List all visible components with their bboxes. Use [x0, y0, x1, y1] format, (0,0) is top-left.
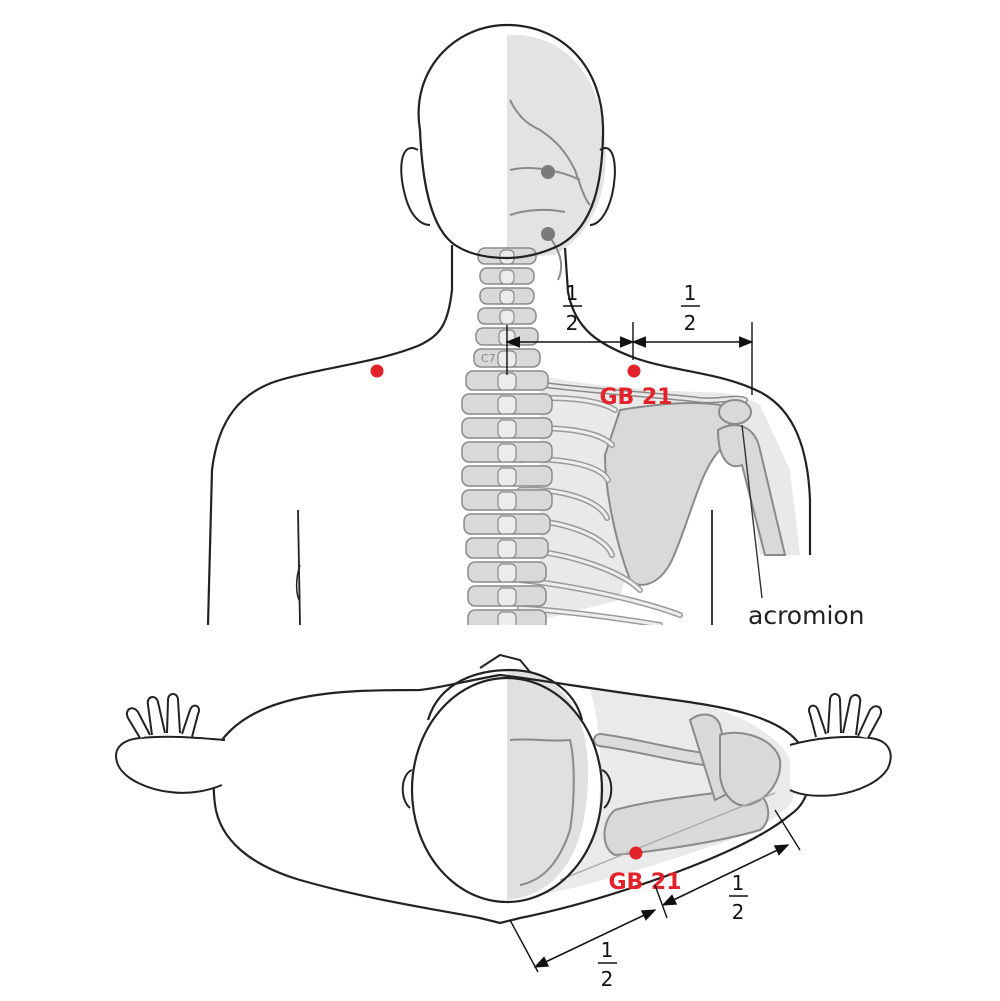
fraction-bottom-right: 1 2: [729, 871, 748, 924]
svg-text:1: 1: [684, 281, 697, 305]
left-hand: [115, 693, 226, 794]
left-ear: [400, 147, 431, 226]
fraction-top-right: 1 2: [681, 281, 700, 335]
gb21-left-point-icon: [370, 364, 384, 378]
svg-text:2: 2: [732, 900, 745, 924]
measure-line-bottom-lateral: [661, 844, 790, 906]
svg-text:2: 2: [566, 311, 579, 335]
right-ear: [589, 147, 616, 226]
landmark-dot-icon: [541, 165, 555, 179]
head-outline: [417, 23, 605, 260]
back-view: C7 1 2 1 2: [206, 23, 812, 625]
gb21-right-point-icon: [627, 364, 641, 378]
c7-label: C7: [481, 352, 496, 365]
right-neck-shoulder-outline: [563, 247, 812, 555]
gb21-top-view-point-icon: [629, 846, 643, 860]
top-view: GB 21 1 2 1 2: [115, 653, 892, 991]
spine: [461, 247, 553, 625]
landmark-dot-icon: [541, 227, 555, 241]
svg-text:1: 1: [566, 281, 579, 305]
svg-text:1: 1: [732, 871, 745, 895]
left-neck-shoulder-outline: [206, 245, 454, 625]
fraction-top-left: 1 2: [563, 281, 582, 335]
gb21-top-label: GB 21: [599, 385, 672, 410]
svg-text:2: 2: [601, 967, 614, 991]
measure-line-bottom-medial: [533, 909, 657, 968]
right-hand: [789, 693, 892, 797]
svg-text:1: 1: [601, 938, 614, 962]
acromion-label: acromion: [748, 601, 865, 630]
fraction-bottom-left: 1 2: [598, 938, 617, 991]
head-top-view: [410, 676, 604, 904]
gb21-bottom-label: GB 21: [608, 870, 681, 895]
svg-text:2: 2: [684, 311, 697, 335]
skeleton-overlay: [507, 34, 800, 625]
shoulders-outline-top: [212, 673, 811, 925]
acromion-leader: [741, 424, 763, 599]
